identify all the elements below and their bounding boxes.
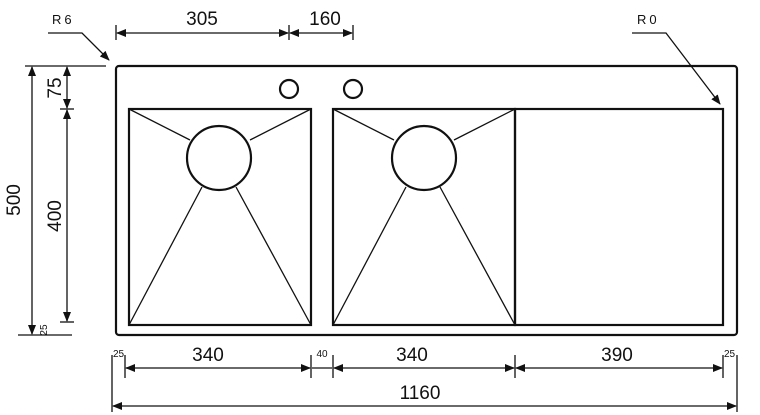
dim-400: 400 bbox=[45, 200, 66, 232]
tap-hole-2 bbox=[342, 78, 364, 100]
radius-label-r0: R0 bbox=[637, 12, 660, 27]
drainer bbox=[513, 107, 725, 327]
sink-outline bbox=[114, 64, 739, 337]
bowl-1 bbox=[127, 107, 313, 327]
radius-label-r6: R6 bbox=[52, 12, 75, 27]
dim-390: 390 bbox=[601, 345, 633, 366]
tap-hole-1 bbox=[278, 78, 300, 100]
dim-25-left: 25 bbox=[113, 349, 125, 360]
drain-1 bbox=[185, 124, 253, 192]
dim-1160: 1160 bbox=[400, 383, 441, 404]
dim-25-right: 25 bbox=[724, 349, 736, 360]
dim-25-front: 25 bbox=[39, 324, 50, 336]
left-dimensions: 500 75 400 25 bbox=[4, 65, 106, 336]
drain-2 bbox=[390, 124, 458, 192]
bottom-dimensions: 25 340 40 340 390 25 1160 bbox=[111, 345, 738, 412]
dim-40: 40 bbox=[316, 349, 328, 360]
dim-160: 160 bbox=[309, 9, 341, 30]
r6-leader bbox=[48, 32, 110, 61]
dim-500: 500 bbox=[4, 184, 25, 216]
dim-75: 75 bbox=[45, 77, 66, 98]
r0-leader bbox=[632, 32, 721, 105]
top-dimensions: 305 160 bbox=[115, 9, 354, 40]
dim-305: 305 bbox=[186, 9, 218, 30]
dim-340-bowl1: 340 bbox=[192, 345, 224, 366]
dim-340-bowl2: 340 bbox=[396, 345, 428, 366]
bowl-2 bbox=[331, 107, 517, 327]
